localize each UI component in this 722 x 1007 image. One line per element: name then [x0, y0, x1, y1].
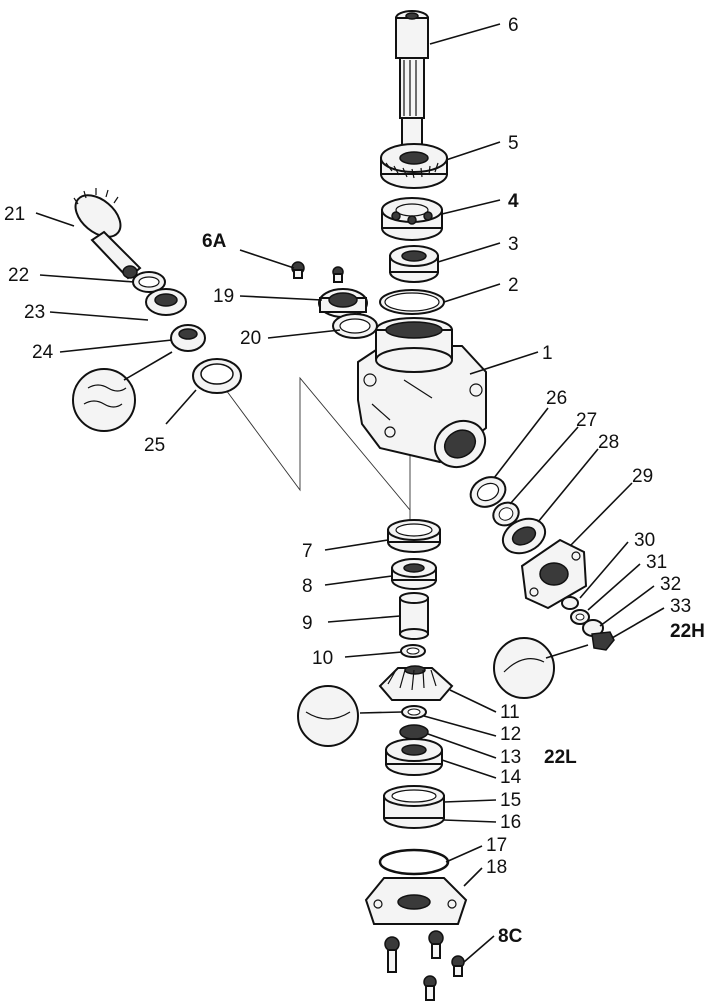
callout-22l: 22L	[544, 747, 577, 768]
callout-24: 24	[32, 342, 54, 363]
flange-collar	[318, 288, 378, 339]
callout-6: 6	[508, 15, 519, 36]
leader-lines	[35, 23, 665, 963]
callout-30: 30	[634, 530, 655, 551]
bolts-8c	[384, 930, 465, 1001]
callout-33: 33	[670, 596, 691, 617]
pinion-shaft	[73, 188, 142, 280]
callout-14: 14	[500, 767, 522, 788]
callout-22: 22	[8, 265, 29, 286]
callout-9: 9	[302, 613, 313, 634]
callout-6a: 6A	[202, 231, 227, 252]
callout-10: 10	[312, 648, 333, 669]
upper-gear	[380, 143, 448, 189]
callout-3: 3	[508, 234, 519, 255]
callout-8c: 8C	[498, 926, 523, 947]
callout-26: 26	[546, 388, 567, 409]
upper-shaft	[395, 10, 429, 147]
callout-29: 29	[632, 466, 653, 487]
lower-cup	[387, 519, 441, 553]
callout-22h: 22H	[670, 621, 705, 642]
right-flange	[520, 538, 588, 610]
callout-4: 4	[508, 191, 519, 212]
callout-32: 32	[660, 574, 681, 595]
callout-2: 2	[508, 275, 519, 296]
callout-8: 8	[302, 576, 313, 597]
washer-12	[401, 705, 427, 719]
upper-bearing	[381, 197, 443, 241]
washer-10	[400, 644, 426, 658]
bearing-cup-15	[383, 785, 445, 829]
callout-13: 13	[500, 747, 521, 768]
callout-27: 27	[576, 410, 597, 431]
bevel-gear	[378, 665, 454, 701]
bearing-race	[389, 245, 439, 283]
callout-16: 16	[500, 812, 521, 833]
callout-11: 11	[500, 702, 520, 723]
callout-17: 17	[486, 835, 507, 856]
callout-labels: 6 5 4 3 2 1 6A 19 20 21 22 23 24 25 26 2…	[4, 15, 705, 947]
lower-cone	[391, 558, 437, 590]
bolts-6a	[291, 261, 344, 283]
right-stack	[469, 476, 547, 555]
callout-19: 19	[213, 286, 234, 307]
callout-23: 23	[24, 302, 45, 323]
detail-inset-left	[72, 368, 136, 432]
spacer-tube	[399, 592, 429, 640]
gearbox-housing	[357, 317, 487, 469]
callout-21: 21	[4, 204, 25, 225]
callout-25: 25	[144, 435, 165, 456]
callout-12: 12	[500, 724, 521, 745]
right-small-parts	[561, 596, 615, 651]
callout-7: 7	[302, 541, 313, 562]
detail-inset-lower	[297, 685, 359, 747]
callout-1: 1	[542, 343, 553, 364]
oring-17	[378, 848, 450, 876]
pinion-stack	[132, 271, 242, 394]
callout-20: 20	[240, 328, 261, 349]
callout-18: 18	[486, 857, 507, 878]
shim-ring	[379, 289, 445, 315]
callout-15: 15	[500, 790, 521, 811]
nut-13	[399, 724, 429, 740]
callout-31: 31	[646, 552, 667, 573]
detail-inset-right	[493, 637, 555, 699]
end-cover	[364, 877, 468, 925]
callout-28: 28	[598, 432, 619, 453]
lower-bearing	[385, 738, 443, 776]
callout-5: 5	[508, 133, 519, 154]
